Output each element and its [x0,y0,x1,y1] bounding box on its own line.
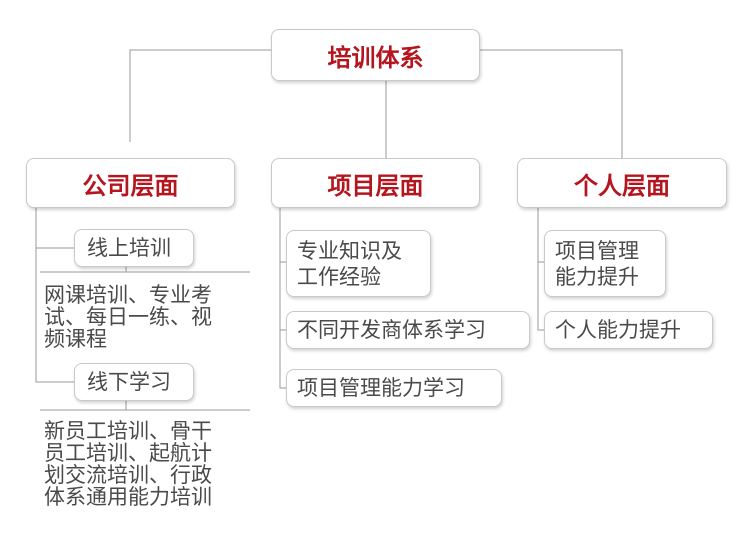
project-item-2: 不同开发商体系学习 [286,311,530,349]
company-level-title: 公司层面 [82,171,179,200]
personal-item-2: 个人能力提升 [544,311,713,349]
project-item-2-label: 不同开发商体系学习 [297,318,486,342]
offline-learning-label: 线下学习 [87,370,171,394]
project-item-3-label: 项目管理能力学习 [297,376,465,400]
personal-item-1-label: 项目管理 能力提升 [555,238,639,289]
online-training-node: 线上培训 [74,229,194,267]
offline-learning-node: 线下学习 [74,363,194,401]
root-node-box: 培训体系 [271,29,480,81]
project-level-node: 项目层面 [271,158,480,208]
personal-item-1: 项目管理 能力提升 [544,230,666,297]
personal-level-node: 个人层面 [517,158,727,208]
offline-learning-detail: 新员工培训、骨干 员工培训、起航计 划交流培训、行政 体系通用能力培训 [44,419,212,509]
project-item-1: 专业知识及 工作经验 [286,230,431,297]
personal-item-2-label: 个人能力提升 [555,318,681,342]
company-level-node: 公司层面 [26,158,235,208]
online-training-label: 线上培训 [87,236,171,260]
online-training-detail: 网课培训、专业考 试、每日一练、视 频课程 [44,283,212,351]
project-item-3: 项目管理能力学习 [286,369,502,407]
root-title: 培训体系 [327,43,424,72]
personal-level-title: 个人层面 [574,171,670,200]
project-level-title: 项目层面 [327,171,424,200]
project-item-1-label: 专业知识及 工作经验 [297,238,402,289]
